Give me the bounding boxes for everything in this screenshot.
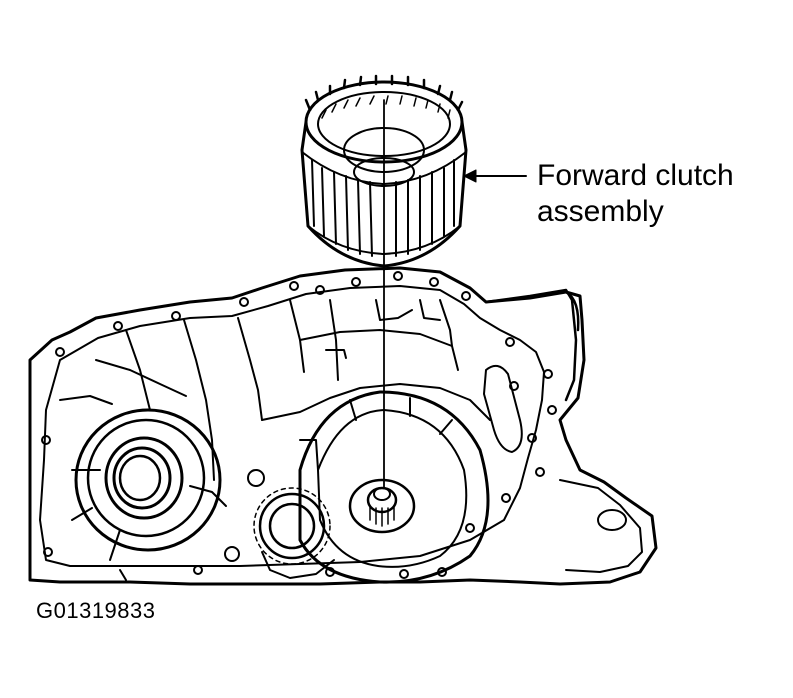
figure-id: G01319833: [36, 598, 156, 623]
transaxle-case: [28, 266, 658, 586]
left-bore: [74, 408, 222, 552]
forward-clutch-assembly-label: Forward clutch assembly: [537, 158, 734, 230]
callout-line-1: Forward clutch: [537, 159, 734, 192]
main-bore: [298, 390, 490, 584]
gear: [253, 487, 335, 579]
leader-line: [463, 169, 527, 183]
bolt-holes: [41, 271, 557, 579]
forward-clutch-drum: [300, 74, 468, 271]
callout-line-2: assembly: [537, 195, 664, 228]
